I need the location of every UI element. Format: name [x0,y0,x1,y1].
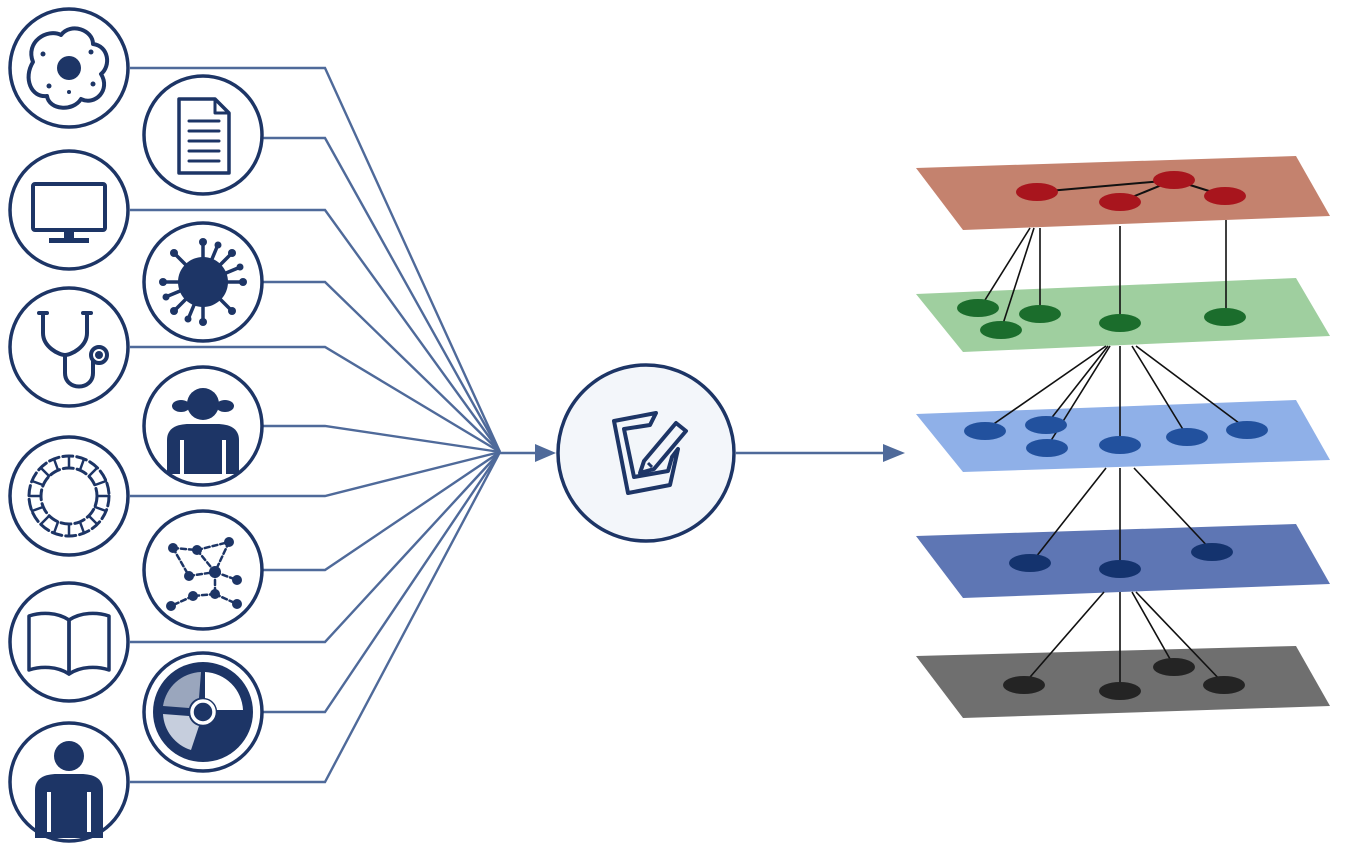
node [1204,308,1246,326]
network-graph-icon [142,509,264,631]
connector-cell [130,66,502,453]
node [1153,171,1195,189]
gray-layer-nodes [1003,658,1245,700]
node [1099,436,1141,454]
source-connectors [130,66,502,784]
layer-gray [916,646,1330,718]
red-layer-network [1016,171,1246,211]
cell-icon [8,7,130,129]
connector-network [262,451,501,572]
hub-arrow [500,444,556,462]
virus-icon [142,221,264,343]
node [1203,676,1245,694]
output-arrow [736,444,905,462]
node [957,299,999,317]
connector-stethoscope [130,345,501,454]
connector-patient [130,451,502,784]
dna-ring-icon [8,435,130,557]
node [1099,314,1141,332]
node [1016,183,1058,201]
source-icons [8,7,264,843]
book-icon [8,581,130,703]
multilayer-network [916,156,1330,718]
person-pigtails-icon [142,365,264,487]
person-icon [8,721,130,843]
lightblue-layer-nodes [964,416,1268,457]
node [1099,682,1141,700]
green-layer-nodes [957,299,1246,339]
node [1003,676,1045,694]
connector-document [262,136,502,453]
node [964,422,1006,440]
node [980,321,1022,339]
node [1099,193,1141,211]
arrowhead-icon [883,444,905,462]
connector-monitor [130,208,501,453]
edges-red-green [979,220,1227,331]
process-node [556,363,736,543]
node [1166,428,1208,446]
node [1009,554,1051,572]
connector-scan [262,451,501,714]
document-icon [142,74,264,196]
edges-green-lightblue [984,345,1248,448]
layer-red [916,156,1330,230]
node [1025,416,1067,434]
node [1226,421,1268,439]
node [1099,560,1141,578]
arrowhead-icon [535,444,556,462]
monitor-icon [8,149,130,271]
connector-patient-girl [262,424,501,454]
connector-book [130,451,501,644]
connector-dna-ring [130,450,501,498]
node [1026,439,1068,457]
edges-navy-gray [1023,591,1225,690]
scan-icon [142,651,264,773]
layer-lightblue [916,400,1330,472]
node [1019,305,1061,323]
node [1191,543,1233,561]
stethoscope-icon [8,286,130,408]
navy-layer-nodes [1009,543,1233,578]
node [1204,187,1246,205]
connector-virus [262,280,501,453]
edit-note-icon [612,411,688,495]
node [1153,658,1195,676]
edges-lightblue-navy [1031,467,1213,568]
